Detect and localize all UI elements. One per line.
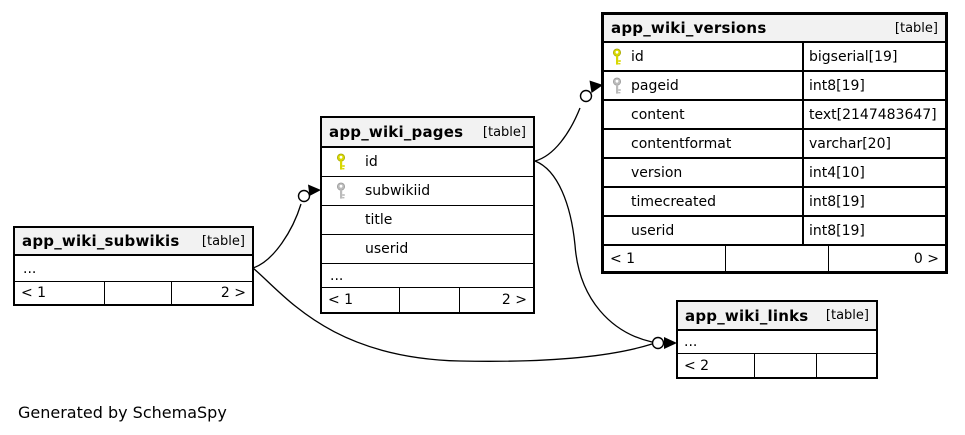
table-footer: < 1 2 > [322,288,533,312]
footer-spacer [399,288,459,312]
hidden-columns-row: ... [678,331,876,354]
column-name: contentformat [631,135,732,152]
column-row: subwikiid [322,177,533,206]
footer-spacer [104,282,171,304]
children-count: 0 > [828,246,945,271]
table-footer: < 2 [678,354,876,377]
column-type: int8[19] [802,72,945,99]
table-tag: [table] [825,308,869,323]
column-row: userid int8[19] [604,217,945,246]
table-footer: < 1 0 > [604,246,945,271]
generated-by-note: Generated by SchemaSpy [18,403,227,422]
column-name: pageid [631,77,679,94]
column-name: subwikiid [365,183,431,199]
table-tag: [table] [894,20,938,36]
arrowhead-icon [664,337,677,349]
column-row: userid [322,235,533,264]
connector-pages-versions [534,107,581,162]
table-footer: < 1 2 > [15,282,252,304]
hidden-columns-row: ... [15,256,252,282]
arrowhead-icon [308,184,321,196]
cardinality-circle-versions [579,89,593,103]
column-name: title [365,212,393,228]
hidden-columns-row: ... [322,264,533,288]
ellipsis-text: ... [684,334,698,350]
column-name: timecreated [631,193,716,210]
column-row: version int4[10] [604,159,945,188]
table-header[interactable]: app_wiki_pages [table] [322,118,533,148]
column-row: content text[2147483647] [604,101,945,130]
table-title[interactable]: app_wiki_versions [611,19,767,37]
column-row: timecreated int8[19] [604,188,945,217]
column-row: title [322,206,533,235]
table-app-wiki-versions[interactable]: app_wiki_versions [table] id [601,12,948,274]
column-type: varchar[20] [802,130,945,157]
column-type: int8[19] [802,217,945,244]
column-type: bigserial[19] [802,43,945,70]
ellipsis-text: ... [330,267,344,284]
parents-count: < 2 [684,357,710,374]
table-header[interactable]: app_wiki_subwikis [table] [15,228,252,256]
connector-subwikis-pages [252,203,302,269]
column-name: id [365,154,378,170]
table-header[interactable]: app_wiki_versions [table] [604,15,945,43]
footer-spacer [754,354,816,377]
column-type: text[2147483647] [802,101,945,128]
footer-spacer [725,246,828,271]
column-name: version [631,164,683,181]
parents-count: < 1 [328,292,354,308]
column-name: userid [365,241,409,257]
table-tag: [table] [201,233,245,249]
foreign-key-icon [336,182,346,199]
column-name: id [631,48,644,65]
table-title[interactable]: app_wiki_links [685,306,809,325]
arrowhead-icon [589,80,603,93]
connector-pages-links [534,160,653,343]
table-tag: [table] [482,124,526,140]
connector-subwikis-links [252,267,653,362]
column-name: userid [631,222,675,239]
foreign-key-icon [612,77,622,94]
column-row: id bigserial[19] [604,43,945,72]
column-name: content [631,106,685,123]
children-count: 2 > [459,288,533,312]
table-header[interactable]: app_wiki_links [table] [678,302,876,331]
column-type: int4[10] [802,159,945,186]
parents-count: < 1 [21,285,47,301]
table-app-wiki-pages[interactable]: app_wiki_pages [table] id [320,116,535,314]
cardinality-circle-pages [297,189,311,203]
column-row: pageid int8[19] [604,72,945,101]
parents-count: < 1 [610,250,636,267]
children-count: 2 > [171,282,252,304]
table-title[interactable]: app_wiki_pages [329,123,464,141]
table-app-wiki-links[interactable]: app_wiki_links [table] ... < 2 [676,300,878,379]
table-app-wiki-subwikis[interactable]: app_wiki_subwikis [table] ... < 1 2 > [13,226,254,306]
children-count [816,354,876,377]
column-type: int8[19] [802,188,945,215]
primary-key-icon [336,153,346,170]
column-row: contentformat varchar[20] [604,130,945,159]
column-row: id [322,148,533,177]
ellipsis-text: ... [23,260,37,277]
cardinality-circle-links [651,336,665,350]
table-title[interactable]: app_wiki_subwikis [22,232,180,250]
primary-key-icon [612,48,622,65]
